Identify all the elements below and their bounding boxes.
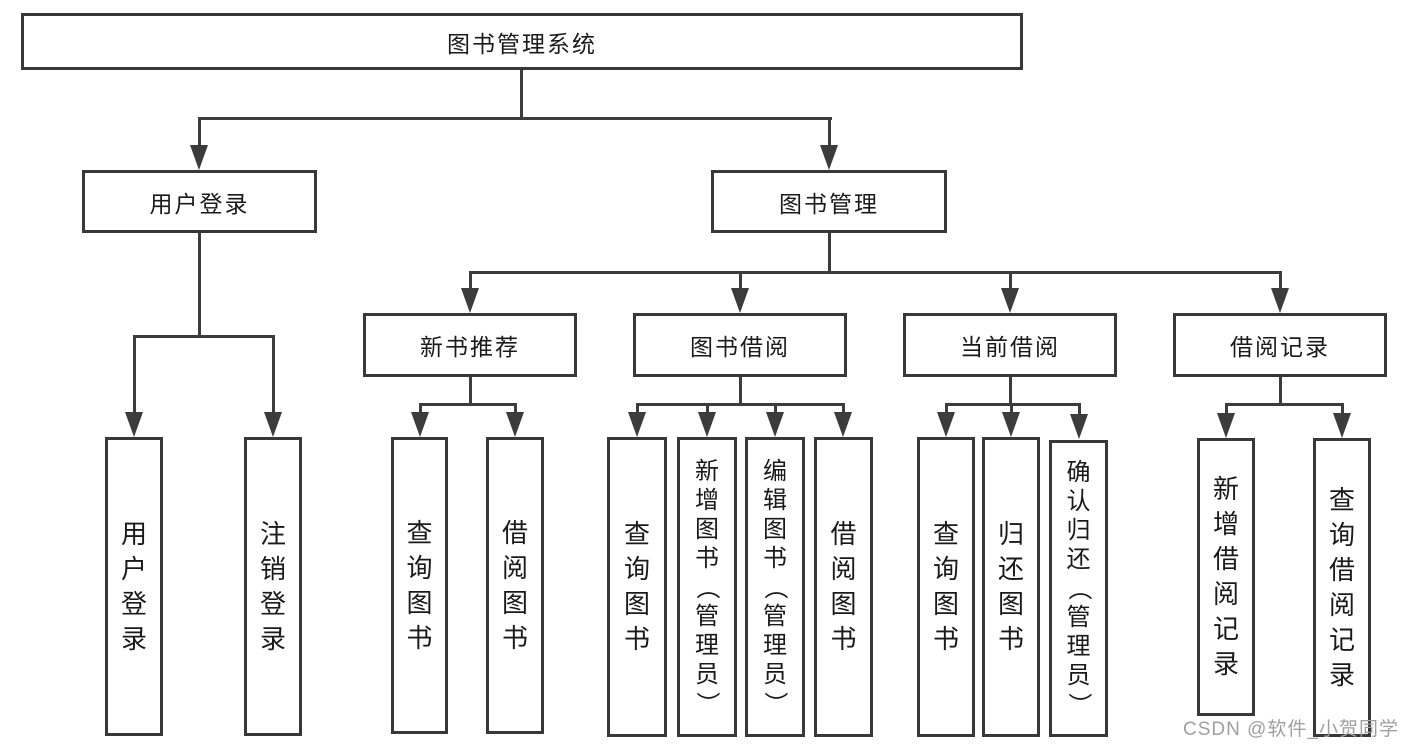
connector-bookmgmt-rail — [469, 271, 1282, 274]
leaf-query-books-borrow: 查询图书 — [607, 437, 667, 737]
connector-borrow-drop-2 — [706, 403, 709, 414]
connector-current-stem — [1009, 377, 1012, 405]
node-book-borrow: 图书借阅 — [633, 313, 847, 377]
connector-current-drop-3 — [1078, 403, 1081, 416]
connector-borrow-stem — [739, 377, 742, 405]
node-book-borrow-label: 图书借阅 — [690, 334, 790, 360]
leaf-add-books-admin: 新增图书（管理员） — [677, 437, 737, 737]
arrow-down-icon — [820, 145, 838, 170]
connector-root-stem — [520, 70, 523, 120]
arrow-down-icon — [766, 412, 784, 437]
node-book-management: 图书管理 — [711, 170, 947, 233]
connector-newbook-stem — [469, 377, 472, 405]
arrow-down-icon — [1070, 414, 1088, 439]
node-user-login: 用户登录 — [82, 170, 317, 233]
connector-current-rail — [945, 403, 1081, 406]
arrow-down-icon — [834, 412, 852, 437]
arrow-down-icon — [411, 412, 429, 437]
arrow-down-icon — [1002, 412, 1020, 437]
connector-borrow-drop-3 — [774, 403, 777, 414]
connector-userlogin-drop-1 — [133, 335, 136, 413]
connector-records-rail — [1225, 403, 1344, 406]
arrow-down-icon — [1217, 413, 1235, 438]
csdn-watermark: CSDN @软件_小贺同学 — [1183, 719, 1399, 740]
connector-current-drop-1 — [945, 403, 948, 414]
node-new-book-recommend-label: 新书推荐 — [420, 334, 520, 360]
connector-newbook-rail — [419, 403, 517, 406]
connector-current-drop-2 — [1010, 403, 1013, 414]
leaf-add-borrow-record: 新增借阅记录 — [1197, 438, 1255, 716]
arrow-down-icon — [264, 412, 282, 437]
arrow-down-icon — [461, 288, 479, 313]
leaf-user-login: 用户登录 — [105, 437, 163, 736]
connector-records-drop-1 — [1225, 403, 1228, 415]
leaf-query-borrow-record: 查询借阅记录 — [1313, 438, 1371, 737]
connector-borrow-drop-4 — [842, 403, 845, 414]
connector-newbook-drop-1 — [419, 403, 422, 414]
arrow-down-icon — [731, 288, 749, 313]
connector-userlogin-stem — [198, 233, 201, 337]
connector-root-rail — [198, 117, 832, 120]
arrow-down-icon — [190, 145, 208, 170]
connector-borrow-rail — [636, 403, 845, 406]
connector-records-stem — [1279, 377, 1282, 405]
connector-bookmgmt-drop-1 — [469, 271, 472, 290]
leaf-confirm-return-admin: 确认归还（管理员） — [1049, 440, 1108, 737]
leaf-logout: 注销登录 — [244, 437, 302, 736]
node-user-login-label: 用户登录 — [149, 190, 250, 217]
node-root-label: 图书管理系统 — [447, 30, 597, 57]
node-borrow-records: 借阅记录 — [1173, 313, 1387, 377]
node-new-book-recommend: 新书推荐 — [363, 313, 577, 377]
connector-newbook-drop-2 — [514, 403, 517, 414]
arrow-down-icon — [628, 412, 646, 437]
leaf-edit-books-admin: 编辑图书（管理员） — [745, 437, 805, 737]
leaf-borrow-books-recommend: 借阅图书 — [486, 437, 544, 734]
node-current-borrow-label: 当前借阅 — [960, 334, 1060, 360]
connector-borrow-drop-1 — [636, 403, 639, 414]
node-borrow-records-label: 借阅记录 — [1230, 334, 1330, 360]
connector-userlogin-rail — [133, 335, 275, 338]
arrow-down-icon — [937, 412, 955, 437]
leaf-return-books: 归还图书 — [982, 437, 1040, 737]
connector-userlogin-drop-2 — [272, 335, 275, 413]
node-root: 图书管理系统 — [21, 13, 1023, 70]
arrow-down-icon — [1333, 413, 1351, 438]
connector-bookmgmt-stem — [828, 233, 831, 273]
arrow-down-icon — [1271, 288, 1289, 313]
arrow-down-icon — [506, 412, 524, 437]
connector-root-drop-left — [198, 117, 201, 147]
connector-root-drop-right — [828, 117, 831, 147]
connector-bookmgmt-drop-3 — [1009, 271, 1012, 290]
leaf-query-books-recommend: 查询图书 — [391, 437, 448, 734]
arrow-down-icon — [1001, 288, 1019, 313]
connector-bookmgmt-drop-4 — [1279, 271, 1282, 290]
node-current-borrow: 当前借阅 — [903, 313, 1117, 377]
node-book-management-label: 图书管理 — [779, 190, 879, 217]
connector-records-drop-2 — [1341, 403, 1344, 415]
connector-bookmgmt-drop-2 — [739, 271, 742, 290]
arrow-down-icon — [125, 412, 143, 437]
leaf-query-books-current: 查询图书 — [917, 437, 975, 737]
leaf-borrow-books: 借阅图书 — [814, 437, 873, 737]
arrow-down-icon — [698, 412, 716, 437]
